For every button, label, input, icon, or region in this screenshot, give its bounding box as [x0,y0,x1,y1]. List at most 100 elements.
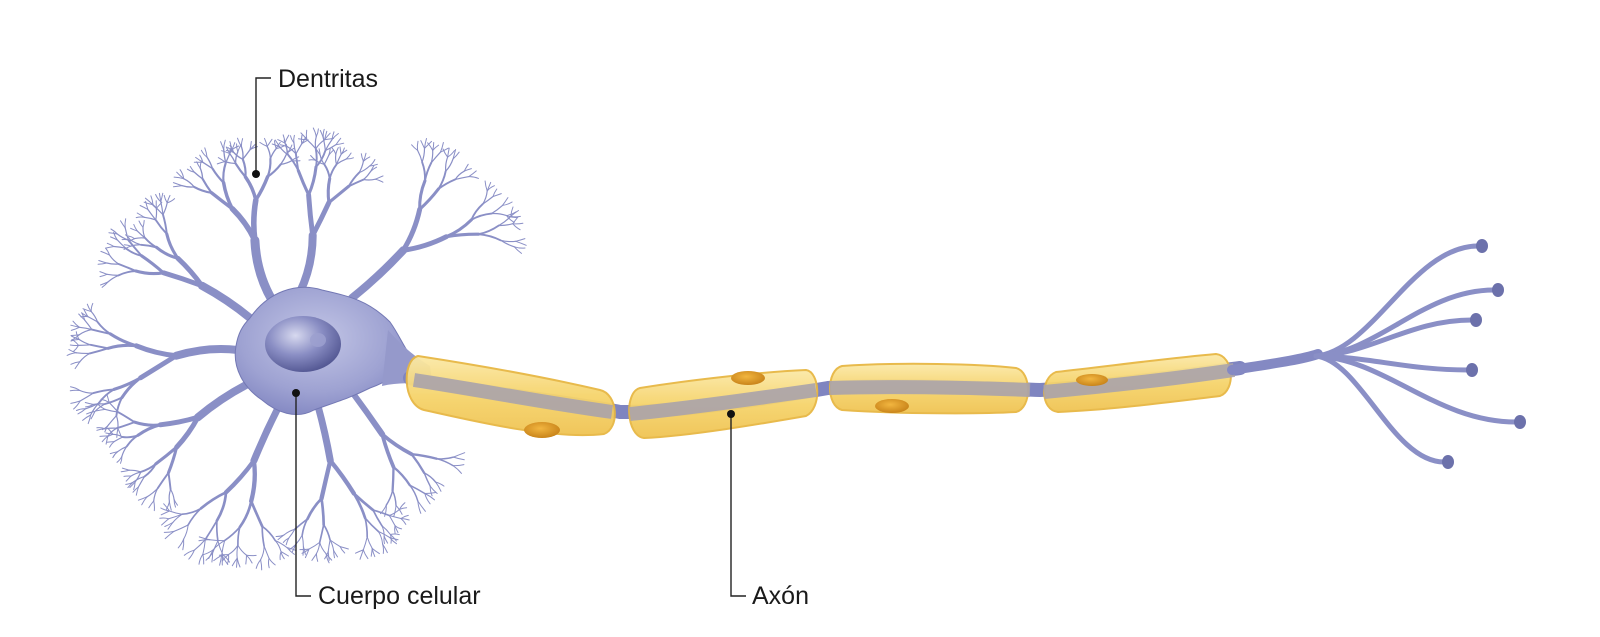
dendrite-branch [79,392,94,402]
dendrite-branch [146,487,159,498]
axon-label: Axón [752,582,809,610]
dendrite-branch [264,137,268,147]
dendrite-branch [176,171,185,180]
dendrite-branch [115,415,119,430]
dendrite-branch [468,170,477,178]
dendrite-branch [482,195,494,205]
dendrite-branch [298,138,308,141]
dendrite-branch [223,139,226,151]
dendrite-branch [70,326,80,331]
synaptic-terminal-bulb [1476,239,1488,253]
dendrite-branch [144,237,158,249]
dendrite-branch [436,457,454,467]
dendrite-branch [400,514,409,519]
dendrite-branch [117,263,137,272]
dendrite-branch [416,140,419,151]
dendrite-branch [513,246,522,254]
dendrite-branch [73,344,79,352]
dendrite-branch [202,538,206,555]
dendrite-branch [335,142,345,146]
dendrite-branch [175,255,205,289]
dendrite-branch [360,153,364,162]
dendrite-branch [320,497,326,527]
dendrite-branch [510,210,519,217]
schwann-cell-nucleus [524,422,560,438]
dendrite-branch [418,187,440,211]
dendrite-branch [98,260,108,264]
dendrite-branch [109,451,119,455]
dendrite-branch [113,436,124,443]
dendrite-branch [137,476,145,488]
dendrite-branch [470,203,484,221]
dendrite-branch [240,145,244,160]
dendrite-branch [202,553,205,565]
dendrite-branch [198,553,204,565]
dendrite-branch [439,147,449,153]
dendrite-branch [97,262,108,265]
dendrite-branch [204,147,208,158]
synaptic-terminal-bulb [1514,415,1526,429]
dendrite-branch [223,458,257,495]
dendrite-branch [260,545,265,561]
dendrite-branch [370,547,373,557]
dendrite-branch [78,329,93,336]
dendrite-branch [168,501,172,511]
dendrite-branch [96,320,112,335]
dendrite-branch [129,481,136,488]
dendrite-branch [134,237,146,240]
dendrite-branch [424,492,437,494]
dendrite-branch [116,239,127,249]
dendrite-branch [70,361,81,365]
dendrite-branch [498,215,512,227]
dendrite-branch [246,554,253,564]
dendrite-branch [164,522,174,527]
dendrite-branch [222,554,230,563]
dendrite-branch [166,198,176,204]
dendrite-branch [87,414,92,425]
dendrite-branch [181,184,195,188]
dendrite-branch [108,254,120,265]
dendrite-branch [335,158,347,165]
dendrite-branch [120,220,126,229]
dendrite-branch [409,484,419,502]
dendrite-branch [242,149,251,160]
dendrite-branch [423,472,431,487]
dendrite-branch [266,138,273,147]
dendrite-branch [237,137,242,148]
dendrite-branch [263,545,270,559]
dendrite-branch [314,402,334,465]
dendrite-branch [112,433,124,438]
dendrite-branch [429,485,433,497]
dendrite-branch [223,526,241,542]
dendrite-branch [159,517,170,520]
dendrite-branch [329,539,335,552]
dendrite-branch [363,170,372,181]
dendrite-branch [423,472,437,483]
dendrite-branch [202,549,214,556]
dendrite-branch [195,156,204,163]
dendrite-branch [90,411,96,420]
dendrite-branch [221,554,224,566]
dendrite-branch [280,551,289,557]
dendrite-branch [388,514,396,527]
dendrite-branch [421,147,426,163]
dendrite-branch [293,142,297,155]
dendrite-branch [147,208,157,221]
axon-terminal-branch [1313,317,1475,359]
dendrite-branch [110,228,118,235]
dendrite-branch [452,151,460,160]
dendrite-branch [437,178,457,190]
dendrite-branch [312,127,317,137]
dendrite-branch [261,525,265,547]
dendrite-branch [326,177,332,205]
dendrite-branch [295,143,303,155]
dendrite-branch [319,154,325,165]
dendrite-branch [392,465,411,487]
dendrite-branch [217,540,224,556]
dendrite-branch [349,389,386,438]
dendrite-branch [388,514,402,520]
dendrite-branch [315,139,326,150]
dendrite-branch [249,146,258,151]
dendrite-branch [238,499,253,529]
dendrite-branch [132,420,162,427]
